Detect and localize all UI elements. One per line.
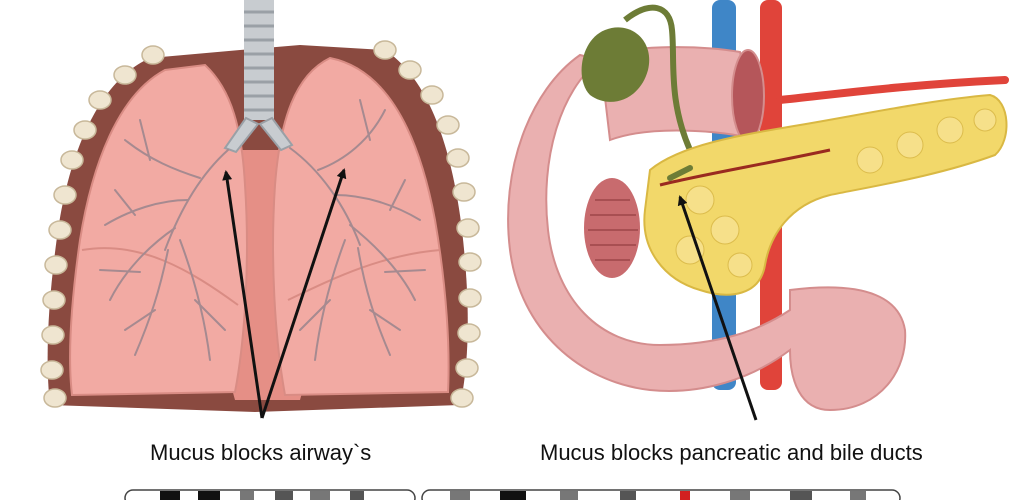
- stomach-opening: [732, 50, 764, 142]
- duodenum-opening: [584, 178, 640, 278]
- airways-caption: Mucus blocks airway`s: [150, 438, 371, 468]
- digestive-organs-illustration: [508, 0, 1006, 420]
- chromosome-strip: [125, 490, 900, 500]
- lungs-illustration: [41, 0, 481, 418]
- ducts-caption: Mucus blocks pancreatic and bile ducts: [540, 438, 923, 468]
